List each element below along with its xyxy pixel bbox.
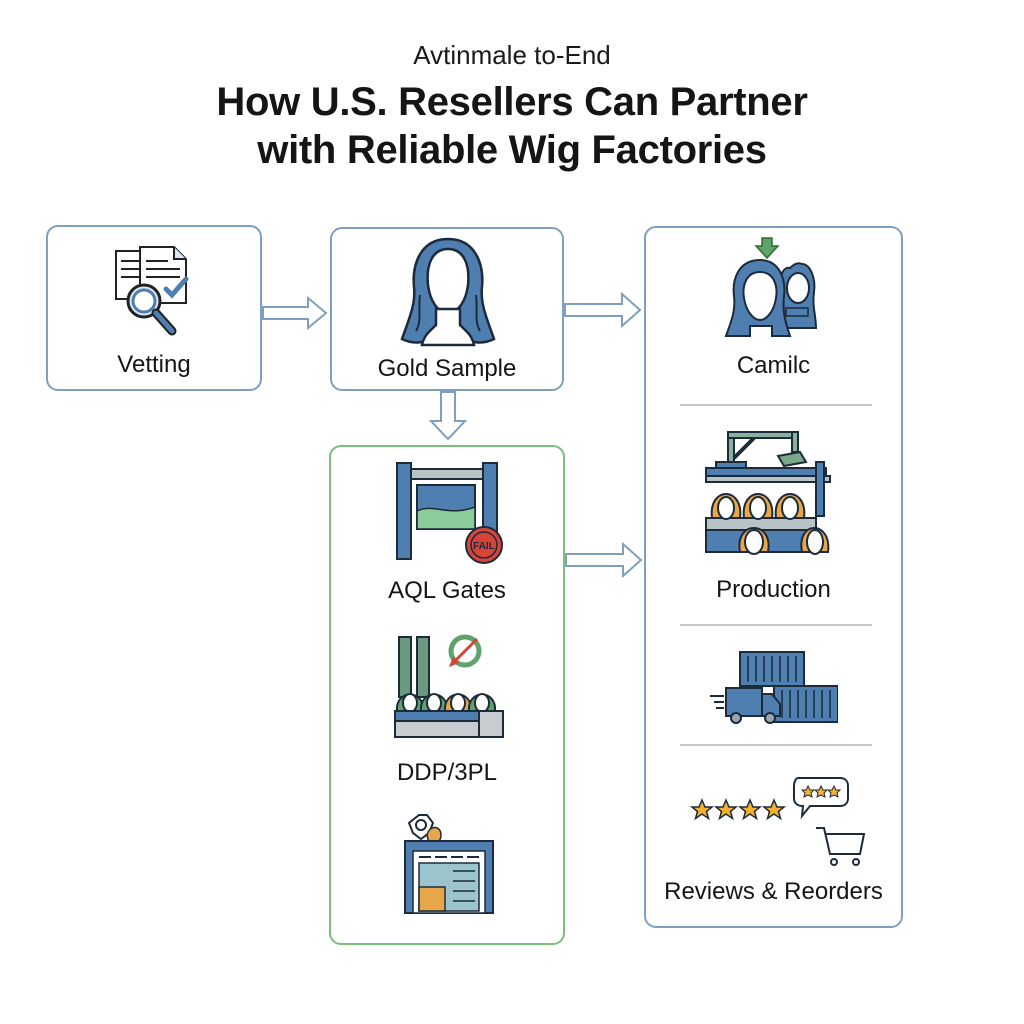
step-group-quality-logistics: FAIL AQL Gates DDP/3PL: [329, 445, 565, 945]
divider: [680, 744, 872, 746]
stars-cart-icon: [690, 777, 866, 866]
production-line-icon: [705, 431, 831, 555]
step-gold-sample: Gold Sample: [330, 227, 564, 391]
step-label-production: Production: [716, 576, 831, 603]
document-search-check-icon: [115, 246, 189, 336]
arrow-right-icon: [564, 292, 642, 328]
gate-fail-stamp-icon: FAIL: [396, 462, 503, 564]
fail-stamp-text: FAIL: [473, 541, 495, 552]
diagram-subtitle: Avtinmale to-End: [413, 40, 611, 70]
diagram-title-line1: How U.S. Resellers Can Partner: [216, 80, 808, 124]
cart-icon: [816, 827, 866, 866]
wig-head-icon: [400, 237, 496, 347]
step-label-ddp-3pl: DDP/3PL: [396, 759, 498, 786]
rating-stars: [690, 798, 787, 821]
arrow-right-icon: [262, 296, 328, 330]
step-label-reviews-reorders: Reviews & Reorders: [664, 878, 883, 905]
diagram-title-line2: with Reliable Wig Factories: [257, 128, 767, 172]
step-label-vetting: Vetting: [117, 351, 191, 378]
two-wigs-download-icon: [724, 237, 818, 337]
warehouse-location-icon: [404, 814, 494, 914]
step-label-camilc: Camilc: [736, 352, 811, 379]
truck-containers-icon: [710, 651, 838, 724]
step-label-aql-gates: AQL Gates: [388, 577, 506, 604]
factory-wigs-icon: [394, 634, 504, 738]
step-group-manufacturing-fulfillment: Camilc Production: [644, 226, 903, 928]
step-label-gold-sample: Gold Sample: [377, 355, 517, 382]
divider: [680, 404, 872, 406]
divider: [680, 624, 872, 626]
arrow-down-icon: [429, 391, 467, 441]
step-vetting: Vetting: [46, 225, 262, 391]
arrow-right-icon: [565, 542, 643, 578]
